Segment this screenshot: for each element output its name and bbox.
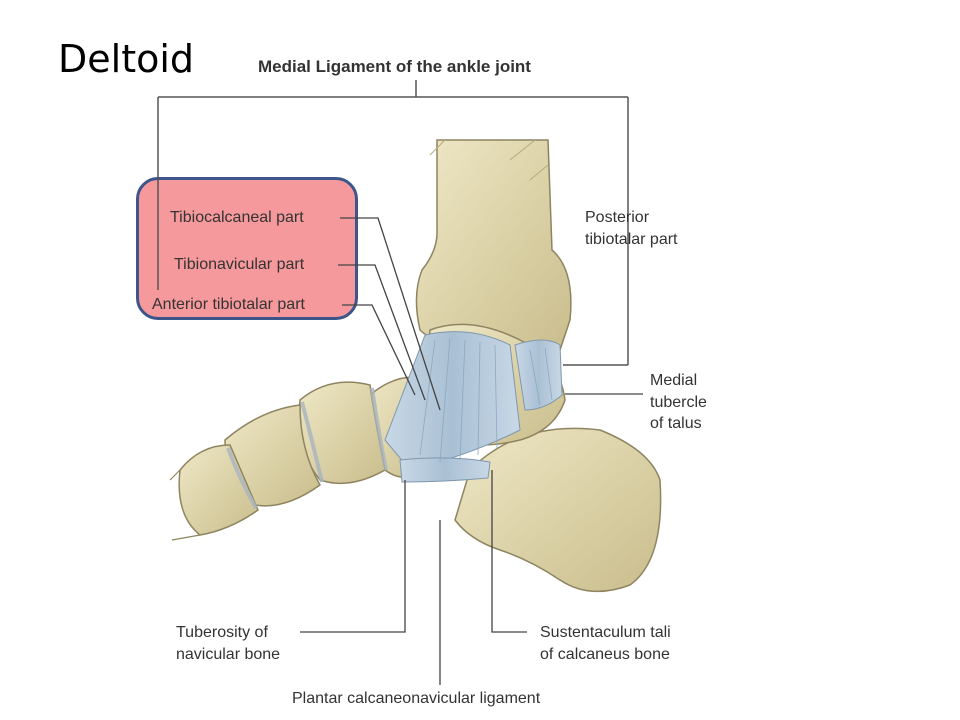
- slide-title: Deltoid: [58, 37, 195, 81]
- label-posterior-tibiotalar: Posterior tibiotalar part: [585, 209, 678, 248]
- leader-lines: [300, 217, 643, 685]
- tibia-bone: [415, 139, 572, 356]
- calcaneus-bone: [454, 427, 662, 593]
- label-tibionavicular: Tibionavicular part: [174, 256, 305, 273]
- metatarsal-bone: [178, 444, 259, 536]
- figure-title: Medial Ligament of the ankle joint: [258, 57, 531, 76]
- label-anterior-tibiotalar: Anterior tibiotalar part: [152, 296, 305, 313]
- label-sustentaculum: Sustentaculum tali of calcaneus bone: [540, 624, 671, 663]
- label-tuberosity-navicular: Tuberosity of navicular bone: [176, 624, 281, 663]
- label-medial-tubercle: Medial tubercle of talus: [650, 372, 707, 433]
- title-bracket: [157, 80, 629, 366]
- highlight-box: [136, 177, 358, 320]
- deltoid-ligament: [384, 331, 563, 483]
- label-plantar-ligament: Plantar calcaneonavicular ligament: [292, 690, 541, 707]
- label-tibiocalcaneal: Tibiocalcaneal part: [170, 209, 304, 226]
